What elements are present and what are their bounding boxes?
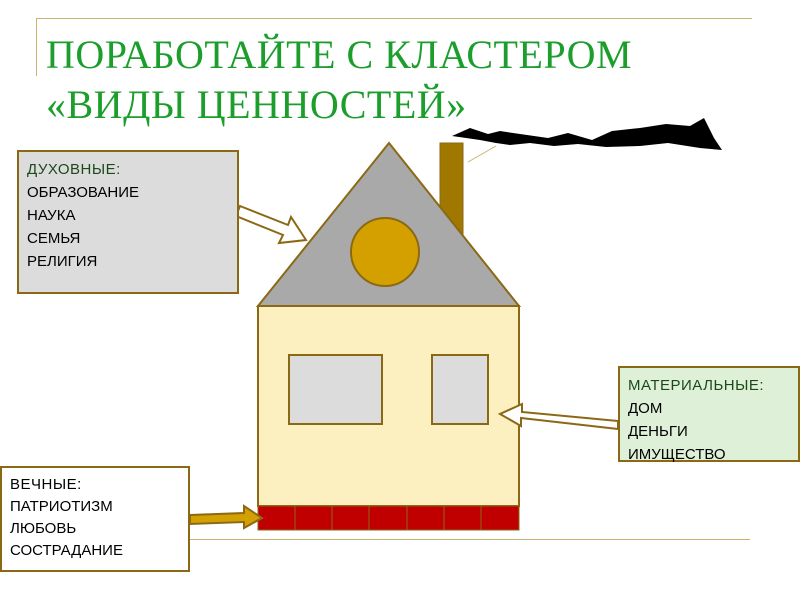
foundation-brick [407,506,444,530]
window-right [432,355,488,424]
material-item: ДОМ [628,397,790,420]
material-item: ДЕНЬГИ [628,420,790,443]
material-values-box: МАТЕРИАЛЬНЫЕ: ДОМ ДЕНЬГИ ИМУЩЕСТВО [618,366,800,462]
attic-round-window [351,218,419,286]
arrow-to-foundation [190,506,262,528]
foundation-brick [444,506,481,530]
window-left [289,355,382,424]
foundation [258,506,519,530]
spiritual-item: ОБРАЗОВАНИЕ [27,181,229,204]
foundation-brick [295,506,332,530]
spiritual-item: СЕМЬЯ [27,227,229,250]
spiritual-heading: ДУХОВНЫЕ: [27,158,229,181]
eternal-heading: ВЕЧНЫЕ: [10,474,180,496]
eternal-values-box: ВЕЧНЫЕ: ПАТРИОТИЗМ ЛЮБОВЬ СОСТРАДАНИЕ [0,466,190,572]
foundation-brick [332,506,369,530]
material-heading: МАТЕРИАЛЬНЫЕ: [628,374,790,397]
arrow-to-roof [236,206,306,243]
material-item: ИМУЩЕСТВО [628,443,790,466]
foundation-brick [369,506,407,530]
eternal-item: ПАТРИОТИЗМ [10,496,180,518]
smoke-shape [452,118,722,150]
smoke-trail [468,146,496,162]
spiritual-values-box: ДУХОВНЫЕ: ОБРАЗОВАНИЕ НАУКА СЕМЬЯ РЕЛИГИ… [17,150,239,294]
eternal-item: СОСТРАДАНИЕ [10,540,180,562]
spiritual-item: НАУКА [27,204,229,227]
arrow-to-wall [500,404,618,429]
eternal-item: ЛЮБОВЬ [10,518,180,540]
spiritual-item: РЕЛИГИЯ [27,250,229,273]
foundation-brick [481,506,519,530]
